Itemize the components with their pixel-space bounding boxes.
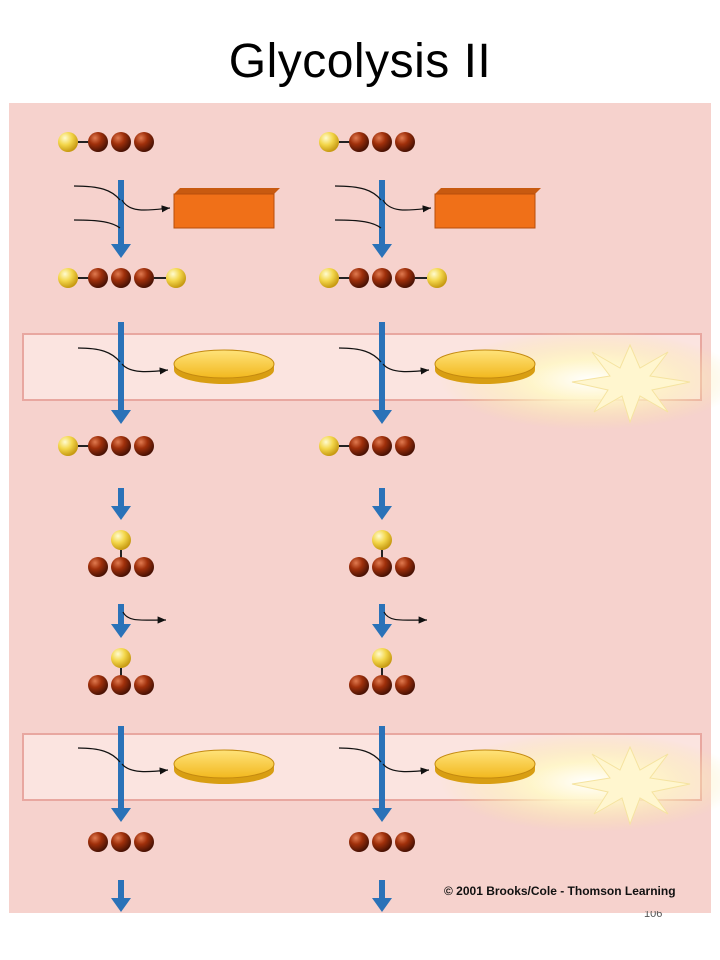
output-arrow — [122, 611, 167, 624]
phosphate-group — [319, 268, 339, 288]
carbon-atom — [111, 268, 131, 288]
carbon-atom — [134, 132, 154, 152]
carbon-atom — [134, 557, 154, 577]
slide-title: Glycolysis II — [228, 35, 492, 88]
enzyme-box — [434, 193, 536, 229]
pathway-arrow-head — [372, 898, 392, 912]
carbon-atom — [349, 557, 369, 577]
carbon-atom — [372, 132, 392, 152]
carbon-atom — [349, 436, 369, 456]
copyright-notice: © 2001 Brooks/Cole - Thomson Learning — [444, 884, 676, 898]
output-arrow — [382, 763, 430, 775]
phosphate-group — [58, 436, 78, 456]
carbon-atom — [372, 675, 392, 695]
carbon-atom — [395, 557, 415, 577]
carbon-atom — [111, 436, 131, 456]
input-arrow — [334, 185, 382, 201]
phosphate-group — [427, 268, 447, 288]
pathway-column-right — [319, 132, 541, 912]
carbon-atom — [88, 675, 108, 695]
carbon-atom — [349, 268, 369, 288]
pathway-arrow-head — [111, 808, 131, 822]
phosphate-group — [58, 132, 78, 152]
carbon-atom — [134, 675, 154, 695]
phosphate-group — [166, 268, 186, 288]
pathway-arrow-head — [372, 624, 392, 638]
input-arrow — [77, 747, 121, 763]
carbon-atom — [88, 132, 108, 152]
input-arrow — [73, 219, 121, 229]
pathway-arrow-head — [111, 506, 131, 520]
output-arrow — [382, 363, 430, 375]
enzyme-box — [173, 193, 275, 229]
page-number: 106 — [644, 911, 663, 917]
pathway-arrow-head — [111, 410, 131, 424]
enzyme-box-top — [435, 188, 541, 194]
energy-disk — [434, 749, 536, 779]
pathway-arrow-head — [111, 898, 131, 912]
carbon-atom — [372, 832, 392, 852]
carbon-atom — [134, 268, 154, 288]
input-arrow — [73, 185, 121, 201]
input-arrow — [338, 747, 382, 763]
input-arrow — [334, 219, 382, 229]
carbon-atom — [88, 436, 108, 456]
carbon-atom — [111, 832, 131, 852]
output-arrow — [121, 199, 171, 213]
phosphate-group — [319, 132, 339, 152]
pathway-arrow-head — [372, 506, 392, 520]
energy-disk — [173, 349, 275, 379]
carbon-atom — [349, 132, 369, 152]
pathway-column-left — [58, 132, 280, 912]
carbon-atom — [395, 832, 415, 852]
carbon-atom — [395, 132, 415, 152]
phosphate-group — [111, 648, 131, 668]
carbon-atom — [372, 268, 392, 288]
carbon-atom — [111, 675, 131, 695]
phosphate-group — [372, 648, 392, 668]
carbon-atom — [88, 268, 108, 288]
phosphate-group — [319, 436, 339, 456]
carbon-atom — [395, 675, 415, 695]
pathway-arrow-head — [372, 410, 392, 424]
carbon-atom — [111, 132, 131, 152]
carbon-atom — [88, 832, 108, 852]
enzyme-box-top — [174, 188, 280, 194]
carbon-atom — [349, 832, 369, 852]
output-arrow — [121, 763, 169, 775]
carbon-atom — [134, 832, 154, 852]
carbon-atom — [395, 436, 415, 456]
carbon-atom — [111, 557, 131, 577]
output-arrow — [383, 611, 428, 624]
output-arrow — [121, 363, 169, 375]
carbon-atom — [349, 675, 369, 695]
carbon-atom — [134, 436, 154, 456]
phosphate-group — [372, 530, 392, 550]
carbon-atom — [372, 436, 392, 456]
pathway-arrow-head — [111, 624, 131, 638]
output-arrow — [382, 199, 432, 213]
phosphate-group — [58, 268, 78, 288]
phosphate-group — [111, 530, 131, 550]
energy-disk — [173, 749, 275, 779]
pathway-arrow-head — [372, 808, 392, 822]
pathway-arrow-head — [372, 244, 392, 258]
carbon-atom — [88, 557, 108, 577]
energy-disk — [434, 349, 536, 379]
pathway-arrow-head — [111, 244, 131, 258]
carbon-atom — [395, 268, 415, 288]
input-arrow — [77, 347, 121, 363]
input-arrow — [338, 347, 382, 363]
carbon-atom — [372, 557, 392, 577]
